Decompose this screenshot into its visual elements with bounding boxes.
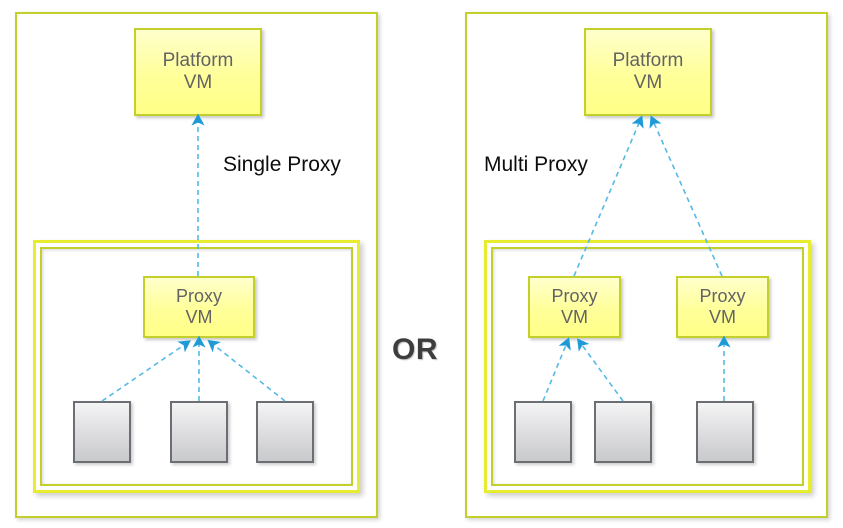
proxy-vm-multi-2[interactable]: Proxy VM — [676, 276, 769, 338]
host-box-multi-1[interactable] — [514, 401, 572, 463]
host-box-multi-3[interactable] — [696, 401, 754, 463]
host-box-multi-2[interactable] — [594, 401, 652, 463]
proxy-vm-single-1[interactable]: Proxy VM — [143, 276, 255, 338]
host-box-single-3[interactable] — [256, 401, 314, 463]
host-box-single-1[interactable] — [73, 401, 131, 463]
proxy-vm-multi-1[interactable]: Proxy VM — [528, 276, 621, 338]
host-box-single-2[interactable] — [170, 401, 228, 463]
panel-title-single-proxy: Single Proxy — [223, 153, 341, 176]
panel-title-multi-proxy: Multi Proxy — [484, 153, 588, 176]
or-separator-label: OR — [392, 333, 438, 366]
platform-vm-multi[interactable]: Platform VM — [584, 28, 712, 116]
platform-vm-single[interactable]: Platform VM — [134, 28, 262, 116]
